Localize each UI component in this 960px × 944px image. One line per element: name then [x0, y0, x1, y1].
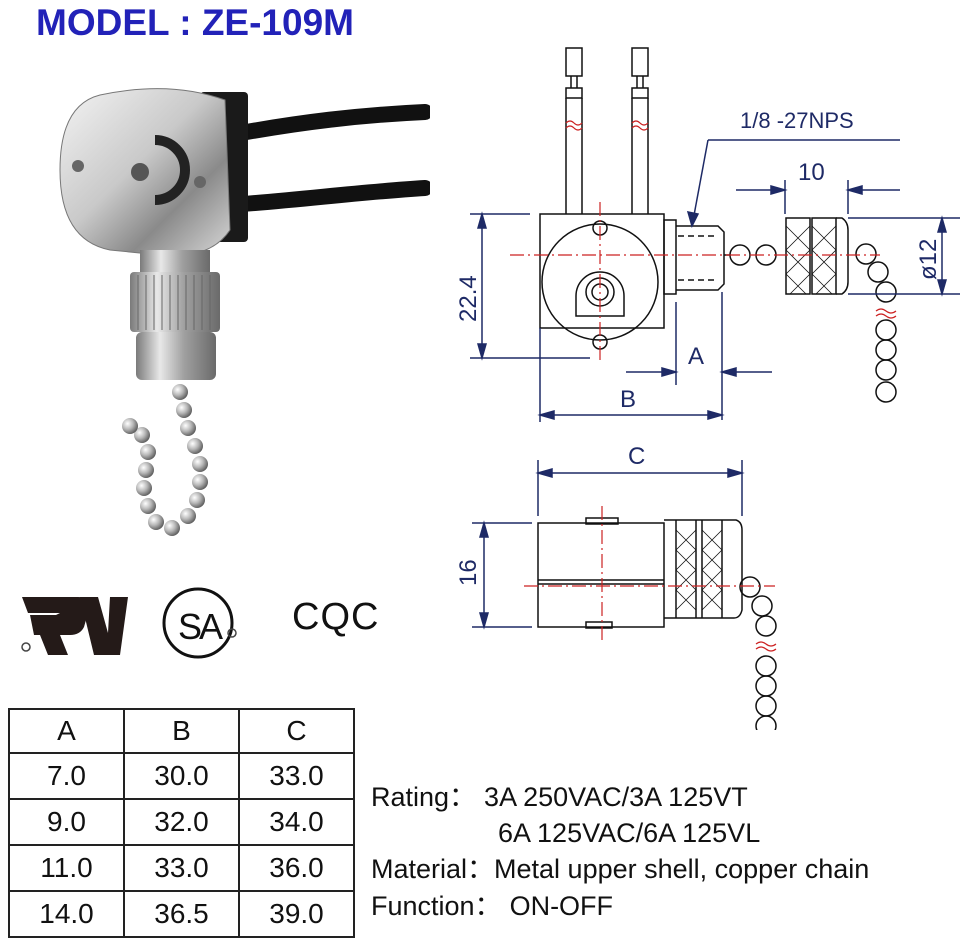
svg-text:A: A	[199, 606, 223, 647]
table-cell: 39.0	[238, 890, 355, 938]
rating-line-1: Rating：3A 250VAC/3A 125VT	[371, 780, 748, 814]
table-cell: 33.0	[238, 752, 355, 800]
table-cell: 9.0	[8, 798, 125, 846]
knob-length-label: 10	[798, 159, 825, 186]
table-cell: 14.0	[8, 890, 125, 938]
rating-value-1: 3A 250VAC/3A 125VT	[484, 782, 748, 812]
table-cell: 34.0	[238, 798, 355, 846]
table-cell: 7.0	[8, 752, 125, 800]
dim-a-label: A	[688, 343, 704, 370]
svg-text:S: S	[178, 606, 202, 647]
cqc-logo: CQC	[292, 596, 380, 638]
dimension-table: A B C 7.0 30.0 33.0 9.0 32.0 34.0 11.0 3…	[8, 708, 355, 938]
function-line: Function：ON-OFF	[371, 889, 613, 923]
table-row: 7.0 30.0 33.0	[8, 752, 355, 800]
rating-value-2: 6A 125VAC/6A 125VL	[498, 818, 761, 848]
table-cell: 36.5	[123, 890, 240, 938]
side-view	[537, 517, 777, 730]
table-cell: 33.0	[123, 844, 240, 892]
table-row: 14.0 36.5 39.0	[8, 890, 355, 938]
table-row: 11.0 33.0 36.0	[8, 844, 355, 892]
material-label: Material：	[371, 854, 495, 884]
dim-b-label: B	[620, 386, 636, 413]
product-photo	[59, 88, 430, 536]
table-cell: 36.0	[238, 844, 355, 892]
column-header-b: B	[123, 708, 240, 754]
column-header-c: C	[238, 708, 355, 754]
dim-c-label: C	[628, 443, 645, 470]
table-cell: 32.0	[123, 798, 240, 846]
table-header-row: A B C	[8, 708, 355, 754]
thread-label: 1/8 -27NPS	[740, 108, 854, 133]
function-value: ON-OFF	[509, 891, 614, 921]
column-header-a: A	[8, 708, 125, 754]
rating-label: Rating：	[371, 782, 477, 812]
csa-icon: S A	[162, 587, 237, 659]
front-view	[539, 47, 897, 403]
material-line: Material：Metal upper shell, copper chain	[371, 852, 869, 886]
model-title: MODEL : ZE-109M	[36, 2, 354, 43]
body-height-label: 22.4	[455, 275, 482, 322]
material-value: Metal upper shell, copper chain	[494, 854, 870, 884]
knob-diameter-label: ø12	[915, 239, 942, 280]
technical-drawing: 1/8 -27NPS 10 ø12 22.4 A B C 16	[455, 47, 960, 730]
table-row: 9.0 32.0 34.0	[8, 798, 355, 846]
ul-recognized-icon	[21, 597, 128, 655]
function-label: Function：	[371, 891, 502, 921]
table-cell: 30.0	[123, 752, 240, 800]
side-height-label: 16	[455, 559, 482, 586]
table-cell: 11.0	[8, 844, 125, 892]
certification-logos: S A	[21, 587, 237, 659]
